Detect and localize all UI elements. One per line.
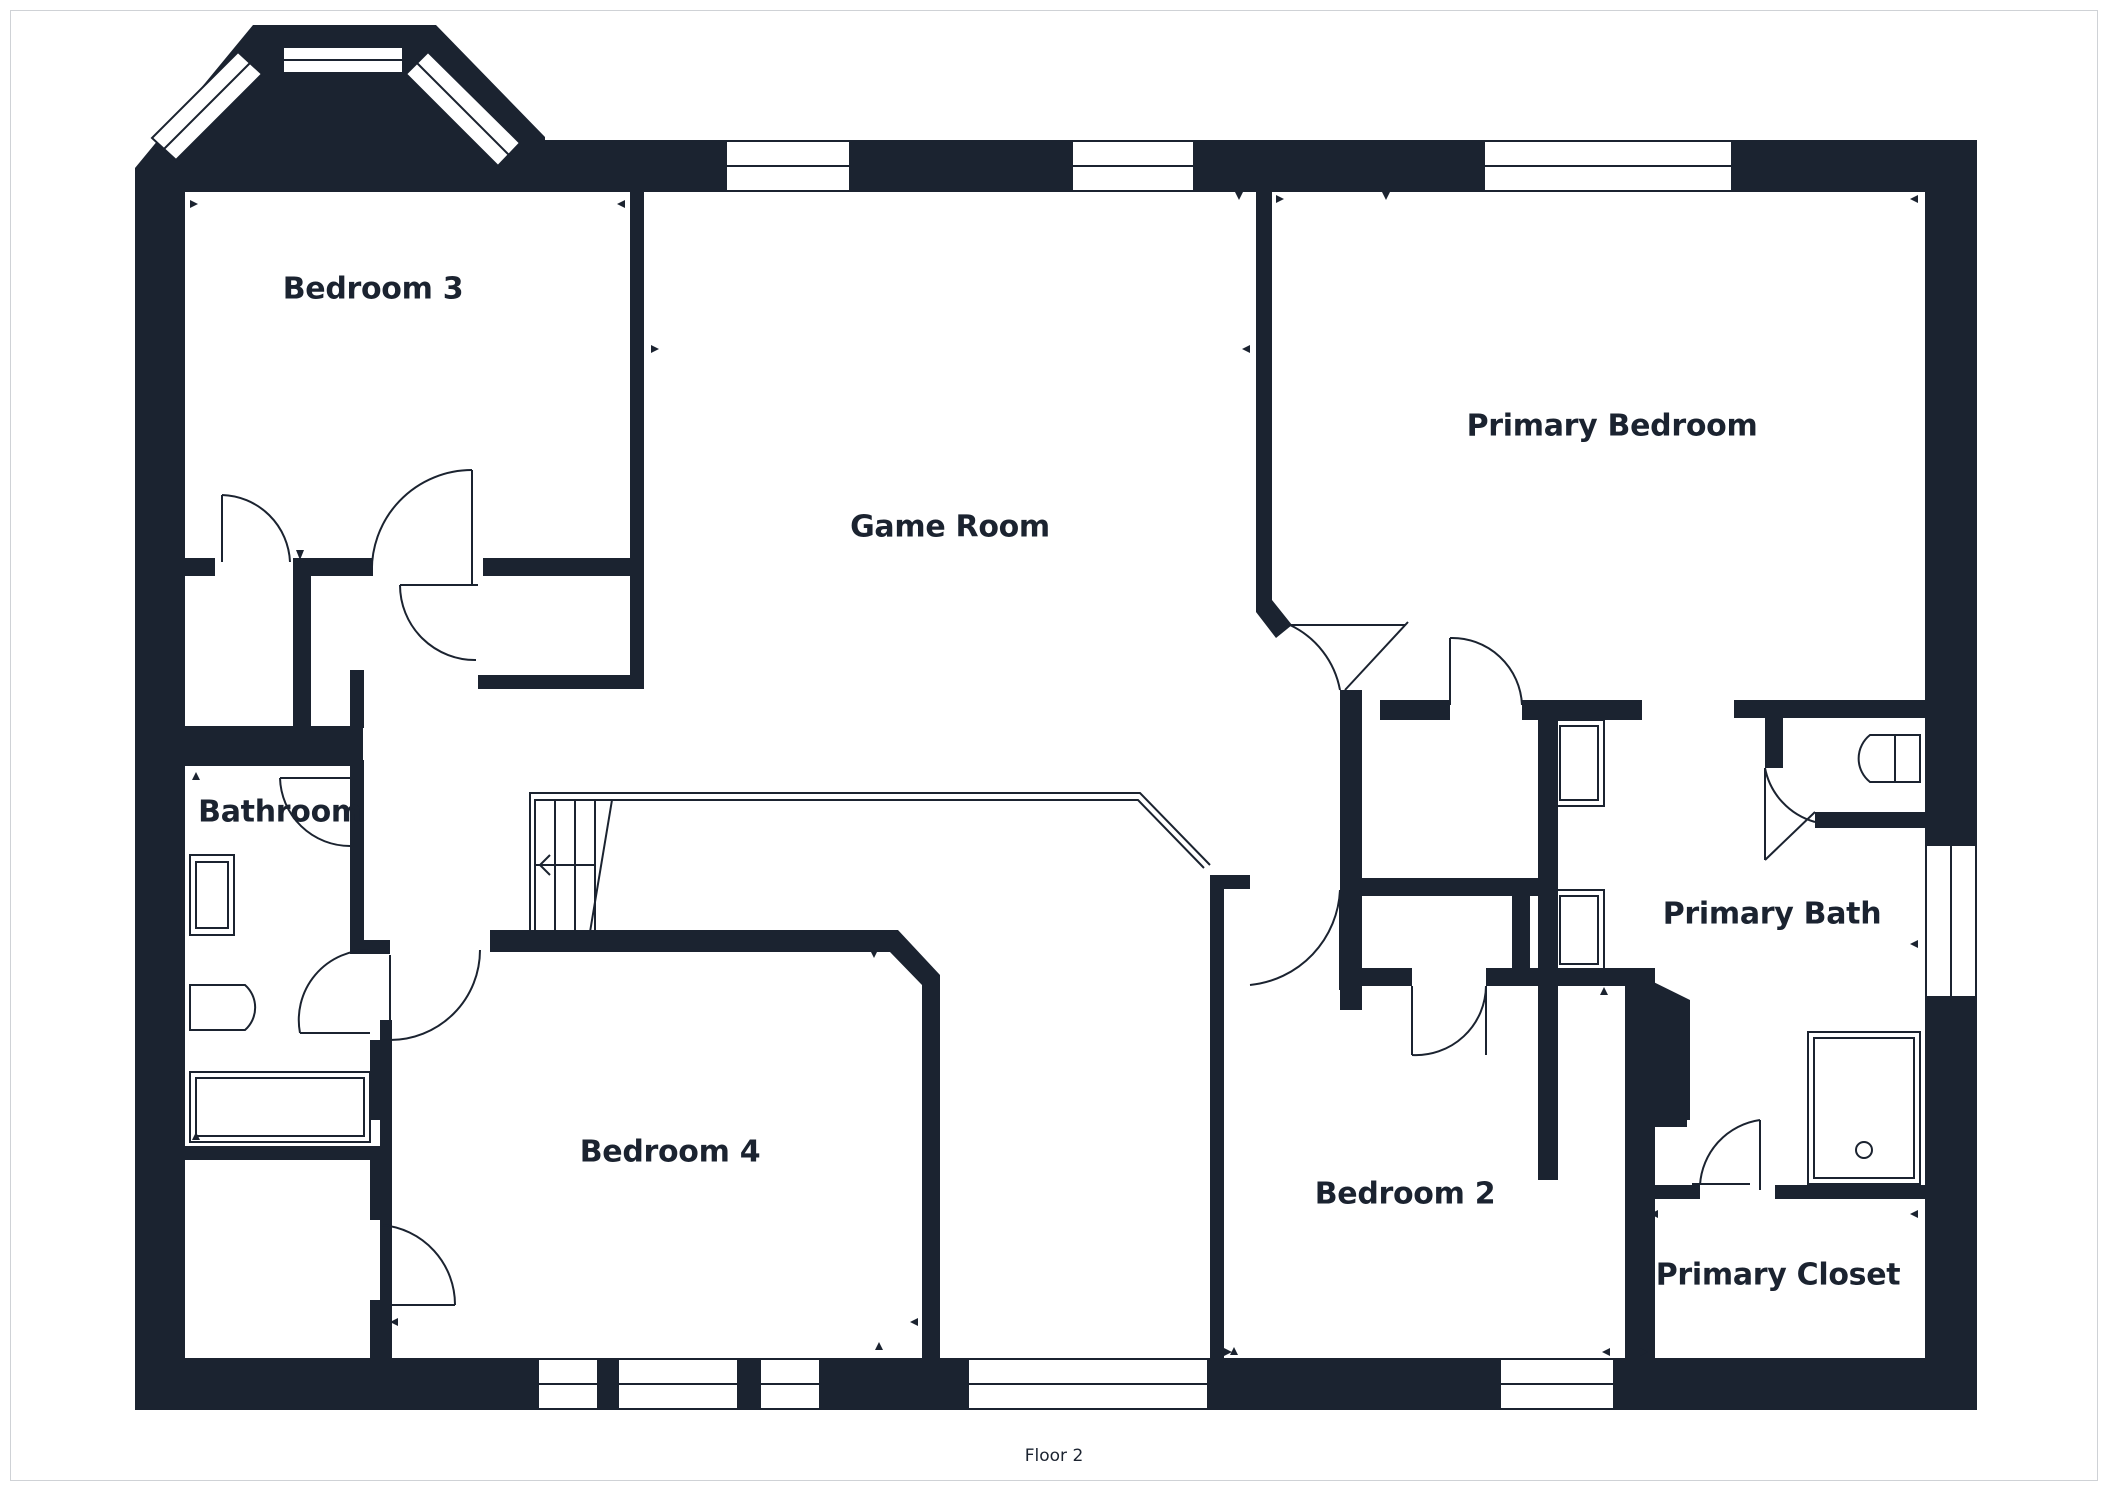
- stairs: [529, 792, 1211, 933]
- bathroom-tub: [189, 1071, 371, 1143]
- room-label-bedroom-3: Bedroom 3: [282, 271, 464, 307]
- bathroom-sink: [189, 854, 235, 936]
- dimension-ticks: [190, 192, 1918, 1356]
- bay-wall: [135, 25, 545, 1410]
- fixtures: [189, 719, 1921, 1185]
- plan-frame: [10, 10, 2098, 1481]
- room-label-primary-bedroom: Primary Bedroom: [1466, 408, 1758, 444]
- closet-shelf-2: [1553, 889, 1605, 971]
- doors: [221, 468, 1816, 1306]
- closet-shelf-1: [1553, 719, 1605, 807]
- windows: [150, 46, 1977, 1410]
- primary-shower: [1807, 1031, 1921, 1185]
- room-label-bathroom: Bathroom: [198, 794, 362, 830]
- bathroom-toilet: [189, 984, 257, 1031]
- window-panes: [163, 59, 1952, 1385]
- room-label-primary-bath: Primary Bath: [1662, 896, 1882, 932]
- exterior-walls: [135, 25, 1977, 1410]
- room-label-bedroom-2: Bedroom 2: [1314, 1176, 1496, 1212]
- room-label-game-room: Game Room: [850, 509, 1050, 545]
- primary-toilet: [1857, 734, 1921, 783]
- east-wall: [1925, 140, 1977, 1410]
- room-label-primary-closet: Primary Closet: [1655, 1257, 1901, 1293]
- interior-walls: [185, 192, 1928, 1360]
- room-label-bedroom-4: Bedroom 4: [579, 1134, 761, 1170]
- floor-label: Floor 2: [1024, 1446, 1084, 1466]
